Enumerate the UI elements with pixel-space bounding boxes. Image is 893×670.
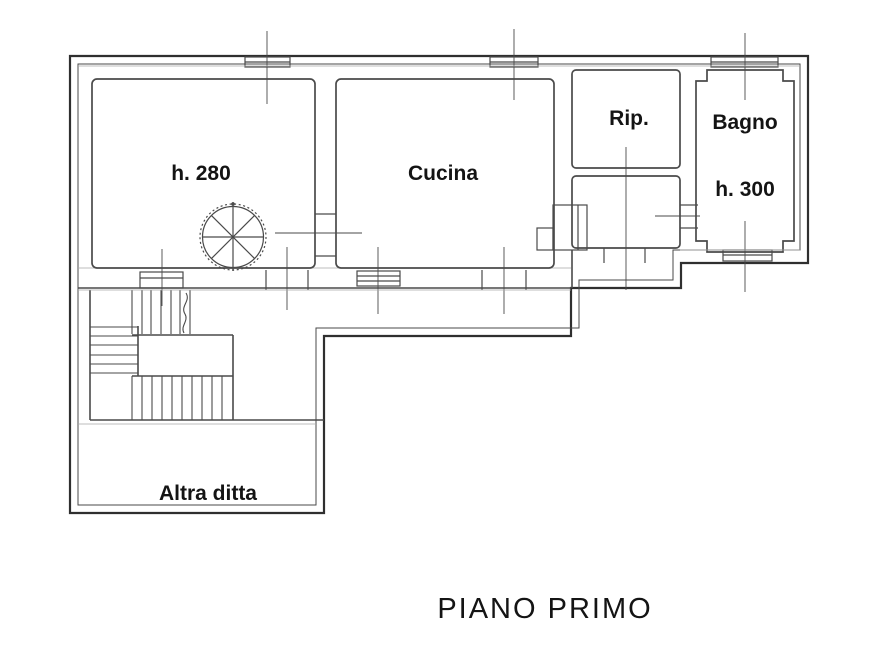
other-company-label: Altra ditta <box>159 482 257 505</box>
door-icon <box>275 213 362 257</box>
door-icon <box>139 249 184 306</box>
floor-title: PIANO PRIMO <box>437 593 652 625</box>
window-icon <box>356 247 401 314</box>
door-symbols <box>139 147 700 314</box>
room-bathroom: Bagno h. 300 <box>695 69 795 253</box>
storage-label: Rip. <box>609 107 649 130</box>
door-icon <box>481 247 527 314</box>
door-icon <box>655 204 700 229</box>
room-main: h. 280 <box>91 78 316 269</box>
room-main-label: h. 280 <box>171 162 231 185</box>
stair-break-line <box>182 292 188 334</box>
kitchen-label: Cucina <box>408 162 478 185</box>
window-icon <box>710 33 779 100</box>
area-other-company: Altra ditta <box>159 482 257 505</box>
window-symbols <box>244 29 779 314</box>
room-corridor <box>536 175 681 251</box>
window-icon <box>722 221 773 292</box>
door-icon <box>603 147 646 290</box>
room-kitchen: Cucina <box>335 78 555 269</box>
spiral-staircase-icon <box>199 202 267 271</box>
exterior-walls <box>68 54 810 515</box>
bathroom-label: Bagno <box>712 111 777 134</box>
door-icon <box>265 247 309 310</box>
window-icon <box>489 29 539 100</box>
bathroom-height-label: h. 300 <box>715 178 775 201</box>
construction-lines <box>78 65 800 291</box>
staircase <box>90 290 234 420</box>
window-icon <box>244 31 291 104</box>
